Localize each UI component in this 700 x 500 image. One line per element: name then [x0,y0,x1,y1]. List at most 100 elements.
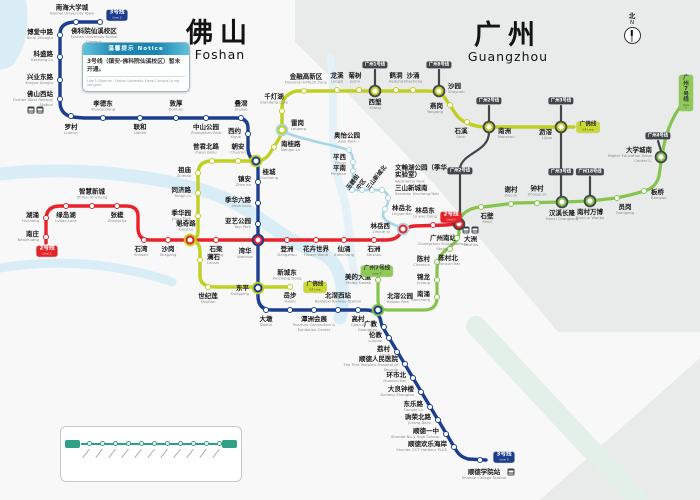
river-shape [0,164,349,325]
inset-station-label [108,448,116,458]
inset-station-label [212,448,220,458]
city-label-foshan: 佛山 Foshan [160,20,280,63]
station-name: 南洲 [498,127,511,136]
station-name: 北滘西站 [325,291,351,300]
station-name: 菊树 [348,71,362,80]
station-name-en: Zhen'an [235,182,251,188]
inset-station [204,441,209,446]
station-name-en: Midea Dadao [346,280,371,286]
transfer-line-box: 广州1号线 [362,61,388,69]
station-marker [379,187,385,193]
station-name-en: Zhongcun [527,191,547,197]
station-marker [63,203,69,209]
line-badge-sub: Line 3 [499,457,509,462]
station-name-en: Shiwan [134,252,148,258]
line-badge-text: 2号线 [39,245,55,252]
station-name-en: Shixi [456,134,466,140]
station-name: 石壁 [480,212,494,220]
station-marker [197,257,203,263]
station-marker [350,168,356,174]
station-marker [434,294,440,300]
station-label: 文翰湖公园（季华实验室）Wenhanhu Park [395,164,447,183]
station-name: 陈村 [417,255,430,264]
station-name-en: Flower World [303,252,329,258]
inset-station [87,441,92,446]
station-name-en: Pingxi [334,160,346,166]
station-name: 湾华 [238,247,252,255]
station-marker [656,152,666,162]
station-marker [427,404,433,410]
station-marker [209,158,215,164]
station-name-en: Nancun Wanbo [575,215,605,221]
inset-station [178,441,183,446]
city-name: 佛山 [186,18,254,49]
station-marker [385,195,391,201]
station-marker [410,87,416,93]
station-marker [434,277,440,283]
station-name: 石湾 [134,245,148,253]
station-marker [614,195,620,201]
station-marker [508,201,514,207]
station-marker [57,96,63,102]
station-name: 南海大学城 [55,3,89,12]
station-name: 钟村 [530,184,544,193]
transfer-line-box: 广州18号线 [575,168,605,176]
station-name: 季华六路 [225,196,251,205]
station-name-en: Hedong [388,78,404,84]
transfer-line-box: 广州3号线 [548,97,574,105]
metro-line-line3 [58,20,488,462]
station-name-en: Xiyue [230,134,241,140]
station-name-en: Nanchong [410,297,430,303]
station-name: 中山公园 [193,123,219,131]
station-marker [100,115,106,121]
station-name-en: Zhongshan Park [190,130,222,136]
line-badge-text: 广佛线 [579,121,597,128]
station-name: 奥怡公园 [334,131,360,140]
inset-station [126,441,131,446]
station-marker [434,86,444,96]
station-name-en: Licun [379,352,390,358]
inset-station [139,441,144,446]
station-name-en: Kuiqi Lu [178,226,194,232]
station-name: 石溪 [454,127,468,135]
compass-icon: 北 N [620,10,644,44]
station-name: 西约 [228,127,241,136]
station-name-en: Longxi [330,78,344,84]
station-name: 伦教 [369,331,382,340]
notice-title: 温馨提示 Notice [83,43,189,55]
station-marker [238,115,244,121]
station-name-en: Shijilian [200,299,216,305]
station-marker [301,88,307,94]
station-marker [185,235,195,245]
compass-north-cn: 北 [628,12,636,20]
inset-station-label [199,448,207,458]
station-marker [43,234,49,240]
station-marker [369,187,375,193]
station-name: 魁奇路 [176,219,196,228]
